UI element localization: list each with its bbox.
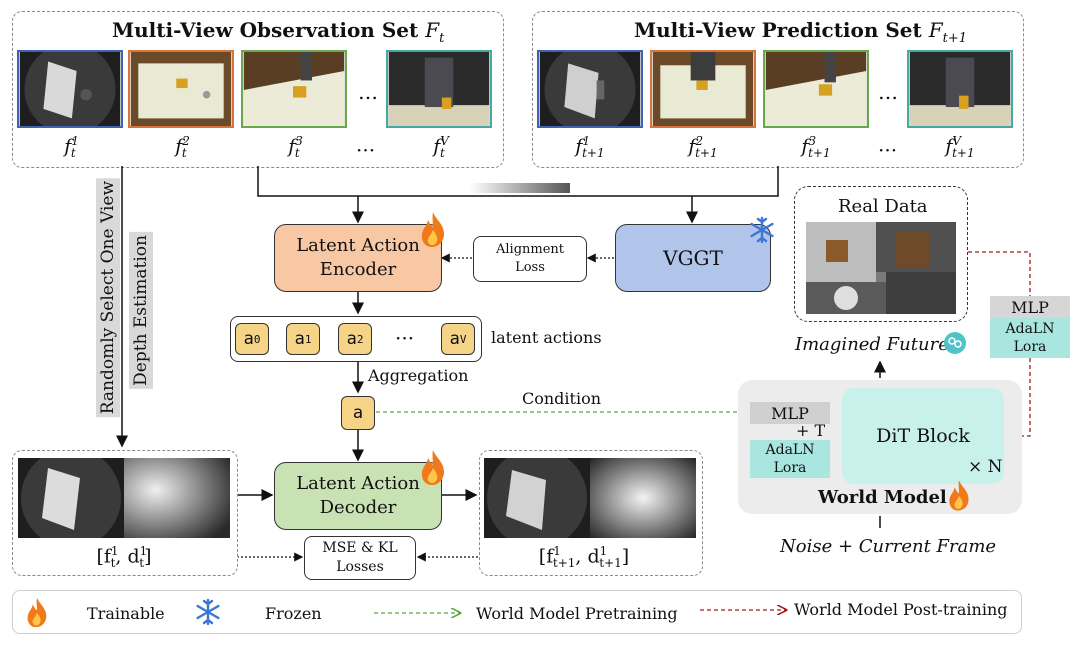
observation-title-text: Multi-View Observation Set — [112, 18, 419, 42]
pred-frame-2-image — [650, 50, 756, 128]
robot-arm-scene-icon — [765, 52, 867, 126]
input-rgb-image — [18, 448, 124, 548]
obs-frame-1-image — [17, 50, 123, 128]
pred-label-1: f1t+1 — [575, 134, 605, 161]
dit-block: DiT Block — [842, 388, 1004, 484]
flame-icon — [421, 450, 444, 485]
pred-frame-1-image — [537, 50, 643, 128]
flame-icon — [421, 212, 444, 247]
real-data-photos-icon — [806, 222, 956, 314]
fisheye-view-icon — [18, 448, 124, 548]
input-depth-image — [124, 458, 230, 538]
fisheye-view-icon — [484, 448, 590, 548]
obs-frame-3-image — [241, 50, 347, 128]
fisheye-view-icon — [539, 52, 641, 126]
wm-plus-t-label: + T — [796, 421, 826, 440]
obs-frame-2-image — [128, 50, 234, 128]
legend-bar — [12, 590, 1022, 634]
table-scene-icon — [130, 52, 232, 126]
prediction-symbol-sub: t+1 — [942, 31, 968, 46]
obs-frame-dots: … — [358, 80, 378, 104]
legend-frozen: Frozen — [265, 604, 322, 623]
prediction-title-text: Multi-View Prediction Set — [634, 18, 922, 42]
noise-current-frame-label: Noise + Current Frame — [780, 536, 997, 557]
observation-symbol-sub: t — [439, 31, 445, 46]
prediction-title: Multi-View Prediction Set Ft+1 — [634, 18, 967, 46]
depth-estimation-label: Depth Estimation — [129, 232, 153, 389]
legend-pretraining: World Model Pretraining — [476, 604, 678, 623]
legend-trainable: Trainable — [87, 604, 165, 623]
obs-label-v: fVt — [433, 134, 449, 161]
wm-mlp-box: MLP — [750, 402, 830, 424]
pred-frame-v-image — [907, 50, 1013, 128]
obs-label-3: f3t — [288, 134, 303, 161]
vggt-box: VGGT — [615, 224, 771, 292]
input-pair-label: [f1t, d1t] — [96, 544, 152, 571]
imagined-future-label: Imagined Future — [795, 334, 949, 355]
person-scene-icon — [909, 52, 1011, 126]
randomly-select-label: Randomly Select One View — [96, 178, 120, 418]
obs-frame-v-image — [386, 50, 492, 128]
snowflake-icon — [196, 598, 220, 626]
output-depth-image — [590, 458, 696, 538]
brain-icon — [944, 332, 966, 354]
flame-icon — [949, 480, 969, 511]
world-model-title: World Model — [818, 487, 947, 508]
obs-label-dots: ··· — [356, 138, 376, 162]
flame-icon — [27, 597, 47, 628]
snowflake-icon — [750, 216, 774, 244]
real-data-collage — [806, 222, 956, 314]
table-scene-icon — [652, 52, 754, 126]
aggregated-token: a — [341, 396, 375, 430]
person-scene-icon — [388, 52, 490, 126]
depth-map-icon — [124, 458, 230, 538]
real-data-panel — [794, 186, 968, 322]
fisheye-view-icon — [19, 52, 121, 126]
pred-label-3: f3t+1 — [801, 134, 831, 161]
pred-frame-dots: … — [878, 80, 898, 104]
robot-arm-scene-icon — [243, 52, 345, 126]
dit-times-n: × N — [968, 457, 1003, 477]
prediction-symbol: F — [928, 18, 943, 42]
depth-map-icon — [590, 458, 696, 538]
observation-title: Multi-View Observation Set Ft — [112, 18, 444, 46]
latent-actions-label: latent actions — [491, 328, 602, 347]
latent-actions-group — [230, 316, 482, 362]
pred-label-v: fVt+1 — [945, 134, 975, 161]
condition-label: Condition — [522, 389, 602, 408]
observation-symbol: F — [425, 18, 440, 42]
aggregation-label: Aggregation — [368, 366, 469, 385]
pred-frame-3-image — [763, 50, 869, 128]
real-data-title: Real Data — [838, 196, 928, 217]
legend-posttraining: World Model Post-training — [794, 600, 1008, 619]
post-mlp-box: MLP — [990, 296, 1070, 318]
latent-token-dots: ··· — [395, 326, 415, 350]
obs-label-2: f2t — [175, 134, 190, 161]
pred-label-dots: ··· — [878, 138, 898, 162]
pred-label-2: f2t+1 — [688, 134, 718, 161]
output-rgb-image — [484, 448, 590, 548]
output-pair-label: [f1t+1, d1t+1] — [538, 544, 630, 571]
obs-label-1: f1t — [64, 134, 79, 161]
